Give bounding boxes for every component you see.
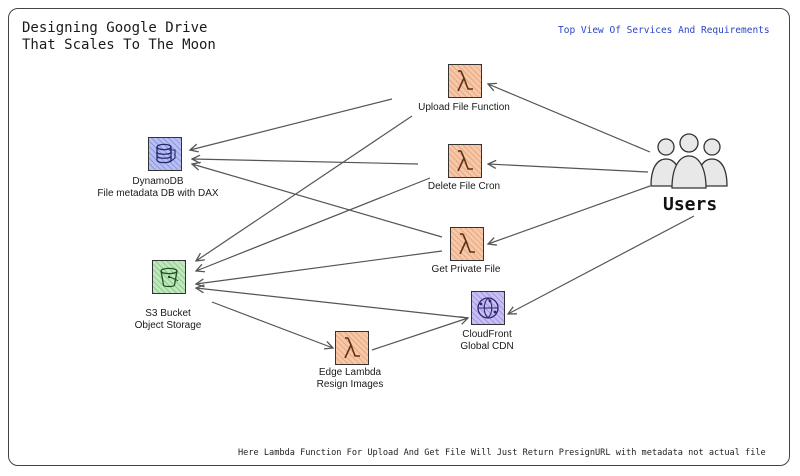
edge-lambda-description: Resign Images	[316, 379, 384, 390]
arrow-cloudfront-to-s3	[196, 288, 469, 319]
arrow-get-to-s3	[196, 250, 443, 284]
dynamodb-description: File metadata DB with DAX	[97, 188, 219, 199]
node-label-delete-file-cron: Delete File Cron	[427, 181, 501, 192]
s3-description: Object Storage	[134, 320, 202, 331]
footnote: Here Lambda Function For Upload And Get …	[238, 448, 766, 458]
dynamodb-icon[interactable]	[148, 137, 182, 171]
arrow-users-to-cloudfront	[508, 215, 695, 314]
dynamodb-name: DynamoDB	[132, 176, 184, 187]
arrow-edge-to-cloudfront	[371, 318, 468, 351]
arrow-get-to-dynamodb	[192, 164, 443, 238]
node-label-dynamodb: DynamoDB File metadata DB with DAX	[97, 176, 218, 200]
arrow-upload-to-dynamodb	[190, 98, 393, 150]
arrow-delete-to-s3	[196, 177, 431, 271]
s3-name: S3 Bucket	[145, 308, 191, 319]
title-line-1: Designing Google Drive	[22, 20, 208, 36]
arrow-upload-to-s3	[196, 115, 413, 261]
arrow-delete-to-dynamodb	[192, 159, 419, 165]
node-label-s3-bucket: S3 Bucket Object Storage	[135, 308, 202, 332]
lambda-icon[interactable]	[448, 144, 482, 178]
edge-lambda-name: Edge Lambda	[318, 367, 382, 378]
diagram-title: Designing Google Drive That Scales To Th…	[22, 20, 216, 54]
s3-bucket-icon[interactable]	[152, 260, 186, 294]
arrow-s3-to-edge	[211, 301, 333, 348]
cloudfront-icon[interactable]	[471, 291, 505, 325]
arrow-users-to-upload	[488, 84, 651, 153]
cloudfront-name: CloudFront	[462, 329, 512, 340]
arrow-users-to-delete	[488, 164, 649, 173]
cloudfront-description: Global CDN	[460, 341, 514, 352]
title-line-2: That Scales To The Moon	[22, 37, 216, 53]
lambda-icon[interactable]	[448, 64, 482, 98]
lambda-icon[interactable]	[335, 331, 369, 365]
diagram-subtitle: Top View Of Services And Requirements	[558, 25, 770, 36]
node-label-cloudfront: CloudFront Global CDN	[460, 329, 513, 353]
users-label: Users	[663, 194, 718, 215]
users-group-icon[interactable]	[648, 130, 730, 195]
node-label-get-private-file: Get Private File	[431, 264, 501, 275]
lambda-icon[interactable]	[450, 227, 484, 261]
diagram-frame	[8, 8, 790, 466]
node-label-edge-lambda: Edge Lambda Resign Images	[317, 367, 384, 391]
arrow-users-to-get	[488, 185, 651, 244]
node-label-upload-file-function: Upload File Function	[418, 102, 510, 113]
